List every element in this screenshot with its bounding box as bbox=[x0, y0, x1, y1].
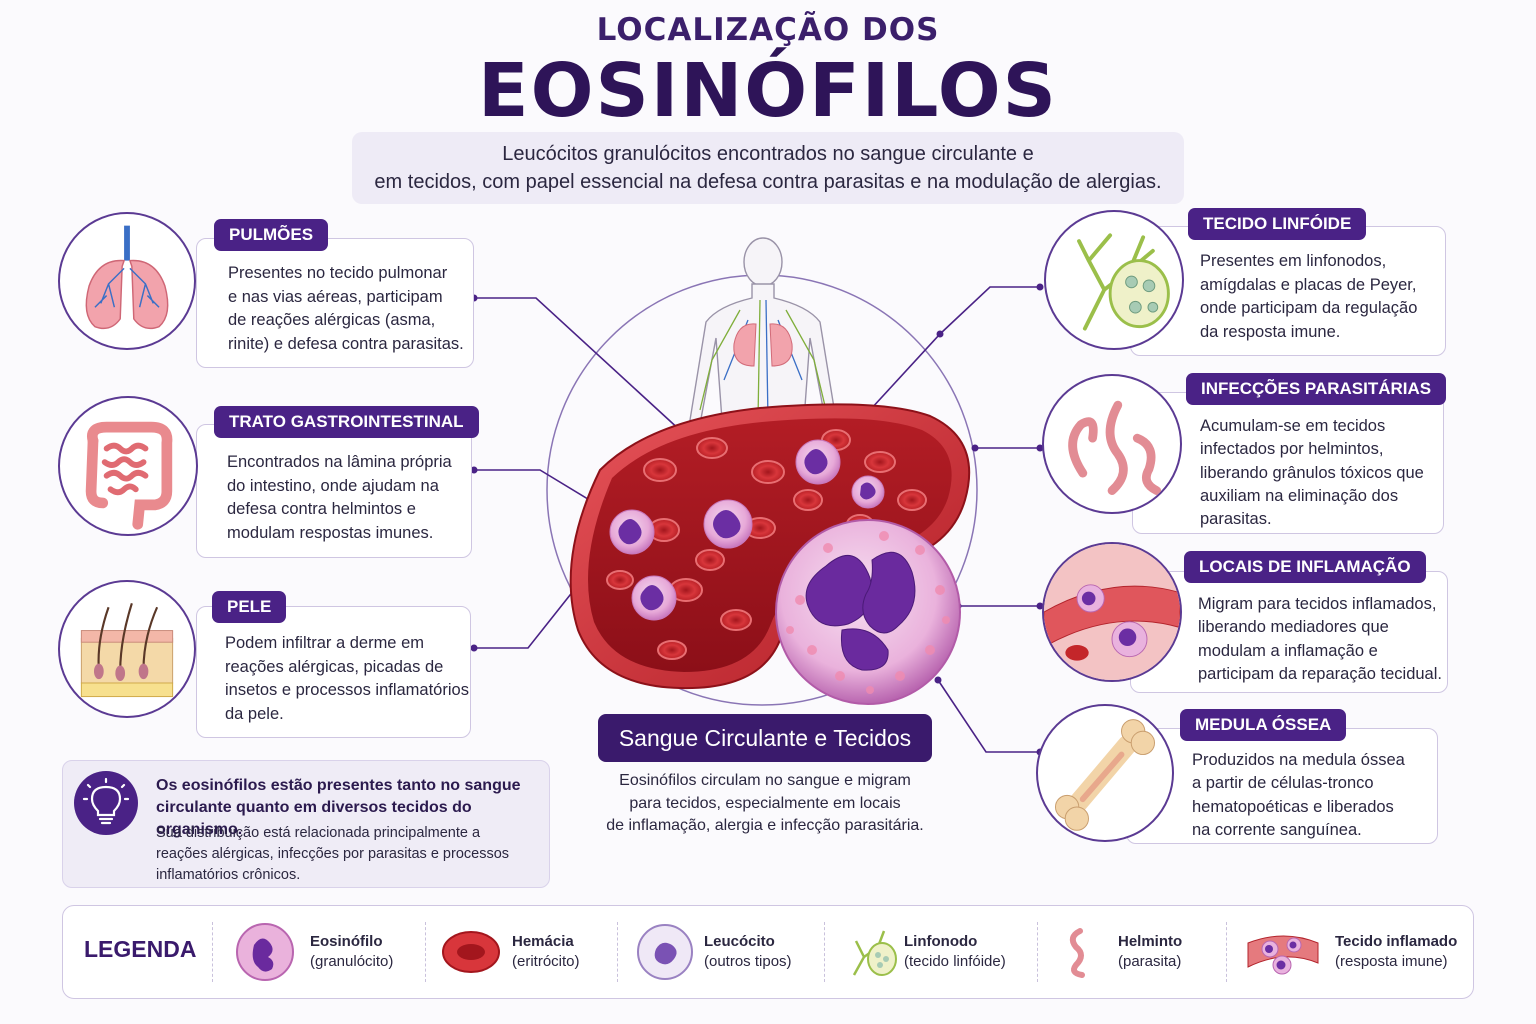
legend-label-linfonodo: Linfonodo (tecido linfóide) bbox=[904, 933, 1006, 970]
tag-infeccoes-parasitarias: INFECÇÕES PARASITÁRIAS bbox=[1186, 373, 1447, 405]
lungs-icon bbox=[58, 212, 196, 350]
subtitle-line-2: em tecidos, com papel essencial na defes… bbox=[374, 171, 1162, 193]
card-infeccoes-parasitarias bbox=[1132, 392, 1444, 534]
legend-label-tecido-inflamado: Tecido inflamado (resposta imune) bbox=[1335, 933, 1458, 970]
tag-locais-inflamacao: LOCAIS DE INFLAMAÇÃO bbox=[1184, 551, 1426, 583]
lightbulb-icon bbox=[74, 771, 138, 835]
subtitle-line-1: Leucócitos granulócitos encontrados no s… bbox=[502, 143, 1034, 165]
card-pulmoes-text: Presentes no tecido pulmonar e nas vias … bbox=[228, 264, 464, 353]
legend-title: LEGENDA bbox=[84, 936, 197, 962]
inflamed-tissue-icon bbox=[1042, 542, 1182, 682]
subtitle-box: Leucócitos granulócitos encontrados no s… bbox=[352, 132, 1184, 204]
red-blood-cell-icon bbox=[440, 921, 502, 983]
body-lungs bbox=[733, 323, 793, 367]
center-description: Eosinófilos circulam no sangue e migram … bbox=[606, 772, 924, 834]
legend-divider bbox=[617, 922, 618, 982]
eosinophil-icon bbox=[234, 921, 296, 983]
tag-pele: PELE bbox=[212, 591, 287, 623]
tag-pulmoes: PULMÕES bbox=[214, 219, 329, 251]
tag-medula-ossea: MEDULA ÓSSEA bbox=[1180, 709, 1347, 741]
legend-label-leucocito: Leucócito (outros tipos) bbox=[704, 933, 792, 970]
small-eosinophils bbox=[609, 439, 885, 621]
bone-icon bbox=[1036, 704, 1174, 842]
card-trato-gastrointestinal bbox=[196, 424, 472, 558]
card-tecido-linfoide-text: Presentes em linfonodos, amígdalas e pla… bbox=[1200, 252, 1418, 341]
page-title: EOSINÓFILOS bbox=[478, 48, 1058, 134]
card-pulmoes bbox=[196, 238, 474, 368]
red-blood-cells bbox=[606, 429, 927, 660]
legend-divider bbox=[824, 922, 825, 982]
large-eosinophil-illustration bbox=[775, 519, 961, 705]
legend-divider bbox=[212, 922, 213, 982]
card-inflamacao-text: Migram para tecidos inflamados, liberand… bbox=[1198, 595, 1442, 683]
page-title-top: LOCALIZAÇÃO DOS bbox=[596, 12, 940, 48]
card-pele bbox=[196, 606, 471, 738]
info-box bbox=[62, 760, 550, 888]
legend-divider bbox=[1226, 922, 1227, 982]
lymph-node-icon bbox=[842, 921, 904, 983]
card-pele-text: Podem infiltrar a derme em reações alérg… bbox=[225, 634, 469, 723]
connector-lines bbox=[474, 286, 1040, 753]
legend-divider bbox=[1037, 922, 1038, 982]
card-infeccoes-text: Acumulam-se em tecidos infectados por he… bbox=[1200, 417, 1424, 529]
card-trato-text: Encontrados na lâmina própria do intesti… bbox=[227, 453, 452, 542]
leukocyte-icon bbox=[634, 921, 696, 983]
skin-icon bbox=[58, 580, 196, 718]
legend bbox=[62, 905, 1474, 999]
helminth-icon bbox=[1050, 921, 1112, 983]
inflamed-tissue-icon bbox=[1244, 921, 1322, 983]
center-title: Sangue Circulante e Tecidos bbox=[598, 714, 932, 762]
legend-label-hemacia: Hemácia (eritrócito) bbox=[512, 933, 580, 970]
human-body-illustration bbox=[689, 237, 837, 425]
legend-label-eosinofilo: Eosinófilo (granulócito) bbox=[310, 933, 394, 970]
lymph-node-icon bbox=[1044, 210, 1184, 350]
tag-tecido-linfoide: TECIDO LINFÓIDE bbox=[1188, 208, 1367, 240]
info-highlight: Os eosinófilos estão presentes tanto no … bbox=[156, 777, 521, 838]
body-vessels bbox=[699, 299, 827, 421]
helminth-icon bbox=[1042, 374, 1182, 514]
legend-divider bbox=[425, 922, 426, 982]
legend-label-helminto: Helminto (parasita) bbox=[1118, 933, 1183, 970]
card-medula-text: Produzidos na medula óssea a partir de c… bbox=[1192, 751, 1405, 839]
intestine-icon bbox=[58, 396, 198, 536]
tag-trato-gastrointestinal: TRATO GASTROINTESTINAL bbox=[214, 406, 479, 438]
info-description: Sua distribuição está relacionada princi… bbox=[156, 825, 510, 883]
